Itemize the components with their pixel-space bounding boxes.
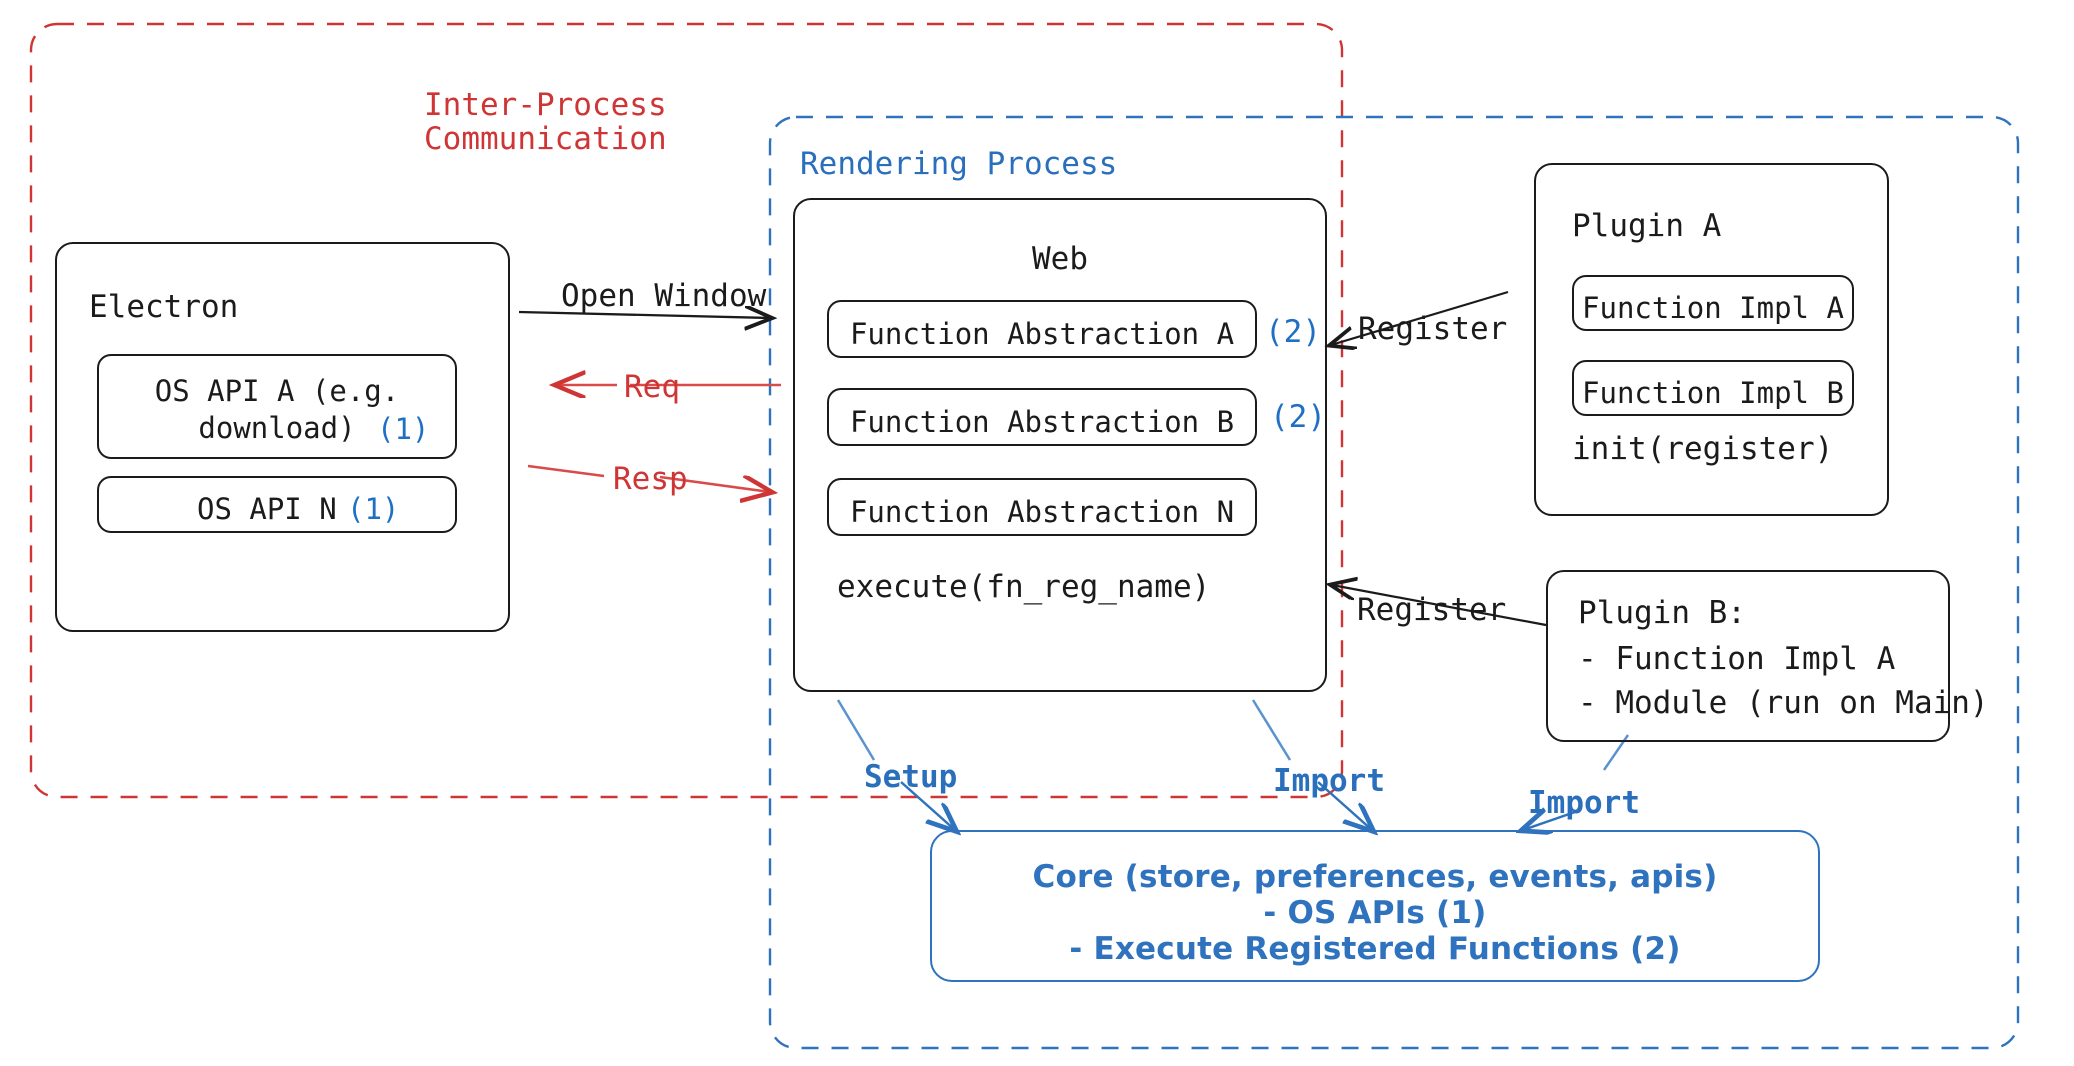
arrow-resp (527, 464, 605, 478)
arrow-setup (836, 699, 876, 761)
core-line-1: Core (store, preferences, events, apis) (1032, 859, 1718, 895)
os-api-a-marker: (1) (377, 412, 430, 446)
os-api-a-box[interactable]: OS API A (e.g. download) (1) (97, 354, 457, 459)
function-abstraction-a-marker: (2) (1265, 314, 1321, 350)
ipc-region-label-line1: Inter-Process (424, 87, 667, 123)
plugin-b-box[interactable]: Plugin B: - Function Impl A - Module (ru… (1546, 570, 1989, 742)
plugin-b-title: Plugin B: (1578, 595, 1746, 631)
arrow-label-req: Req (624, 369, 680, 405)
function-abstraction-b-box[interactable]: Function Abstraction B (827, 388, 1257, 446)
web-execute-label: execute(fn_reg_name) (837, 569, 1211, 605)
arrow-label-resp: Resp (613, 461, 688, 497)
plugin-a-box[interactable]: Plugin A Function Impl A Function Impl B… (1534, 163, 1889, 516)
os-api-n-label: OS API N (197, 492, 337, 526)
plugin-b-item-1: - Module (run on Main) (1578, 685, 1989, 721)
os-api-n-box[interactable]: OS API N (1) (97, 476, 457, 533)
function-abstraction-b-marker: (2) (1270, 399, 1326, 435)
core-line-2: - OS APIs (1) (1263, 895, 1487, 931)
arrow-label-setup: Setup (864, 759, 958, 795)
function-abstraction-n-box[interactable]: Function Abstraction N (827, 478, 1257, 536)
core-box[interactable]: Core (store, preferences, events, apis) … (930, 830, 1820, 982)
arrow-label-import-web: Import (1273, 763, 1385, 799)
os-api-a-label: OS API A (e.g. download) (154, 374, 400, 446)
arrow-label-register-plugin-b: Register (1357, 592, 1507, 628)
web-box[interactable]: Web Function Abstraction A (2) Function … (793, 198, 1327, 692)
web-title: Web (1032, 241, 1088, 277)
function-impl-b-box[interactable]: Function Impl B (1572, 360, 1854, 416)
function-impl-a-box[interactable]: Function Impl A (1572, 275, 1854, 331)
function-abstraction-a-label: Function Abstraction A (849, 317, 1235, 351)
plugin-a-title: Plugin A (1572, 208, 1722, 244)
arrow-label-import-plugin-b: Import (1528, 785, 1640, 821)
function-abstraction-n-label: Function Abstraction N (849, 495, 1235, 529)
ipc-region-label-line2: Communication (424, 121, 667, 157)
core-line-3: - Execute Registered Functions (2) (1069, 931, 1681, 967)
arrow-label-register-plugin-a: Register (1358, 311, 1508, 347)
function-impl-a-label: Function Impl A (1582, 291, 1844, 325)
arrow-import-web (1251, 699, 1292, 761)
electron-box[interactable]: Electron OS API A (e.g. download) (1) OS… (55, 242, 510, 632)
function-impl-b-label: Function Impl B (1582, 376, 1844, 410)
plugin-b-item-0: - Function Impl A (1578, 641, 1896, 677)
electron-title: Electron (89, 289, 239, 325)
function-abstraction-a-box[interactable]: Function Abstraction A (827, 300, 1257, 358)
plugin-a-init-label: init(register) (1572, 431, 1834, 467)
arrow-label-open-window: Open Window (561, 278, 767, 314)
function-abstraction-b-label: Function Abstraction B (849, 405, 1235, 439)
os-api-n-marker: (1) (347, 492, 400, 526)
rendering-process-label: Rendering Process (800, 146, 1118, 182)
